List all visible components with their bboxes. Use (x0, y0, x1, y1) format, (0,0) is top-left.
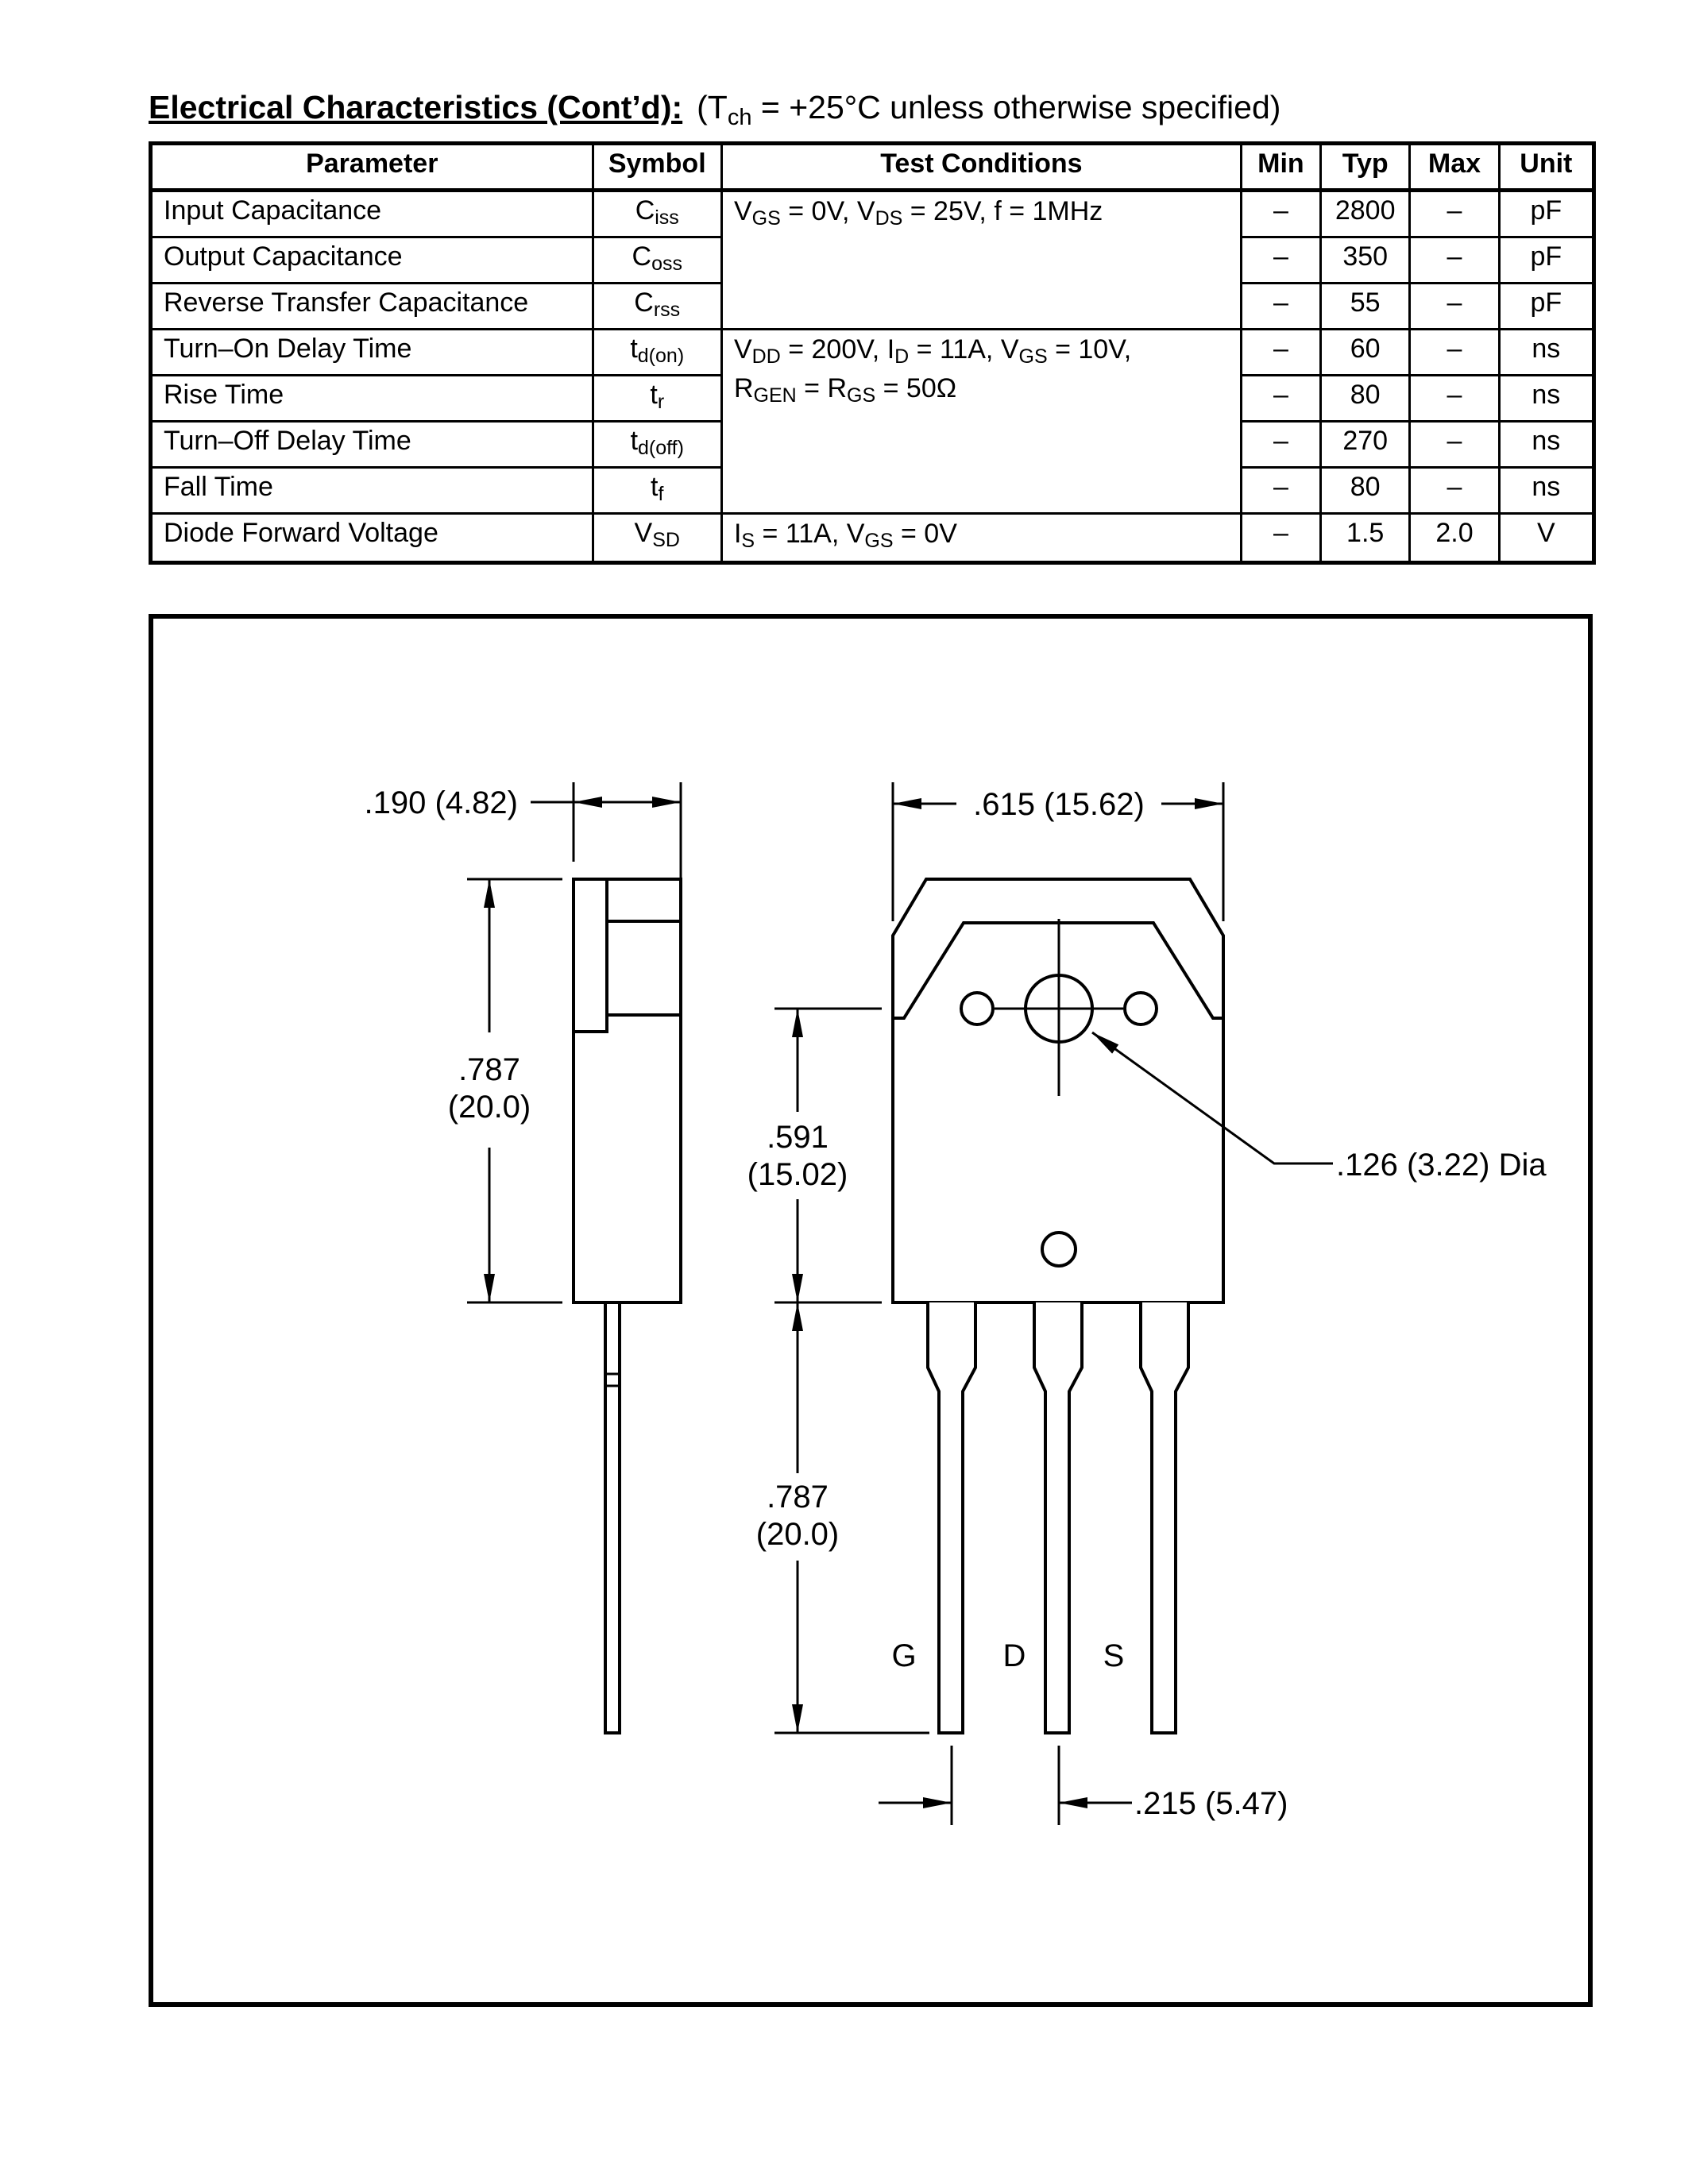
min-cell: – (1239, 420, 1323, 469)
param-cell: Output Capacitance (149, 236, 594, 284)
test-conditions-cell: VGS = 0V, VDS = 25V, f = 1MHz (720, 189, 1242, 330)
unit-cell: ns (1497, 420, 1596, 469)
pin-s-label: S (1103, 1638, 1125, 1673)
unit-cell: ns (1497, 328, 1596, 376)
typ-cell: 80 (1319, 466, 1412, 515)
col-header-test-conditions: Test Conditions (720, 142, 1242, 192)
param-cell: Diode Forward Voltage (149, 512, 594, 564)
col-header-parameter: Parameter (149, 142, 594, 192)
table-row: Turn–On Delay Time td(on) VDD = 200V, ID… (149, 328, 1596, 515)
unit-cell: pF (1497, 282, 1596, 330)
table-row: Diode Forward Voltage VSD IS = 11A, VGS … (149, 512, 1596, 564)
table-row: Turn–Off Delay Time td(off) – 270 – ns (149, 420, 1596, 469)
section-conditions: (Tch = +25°C unless otherwise specified) (697, 89, 1281, 130)
dim-width-label: .615 (15.62) (973, 787, 1145, 822)
section-title: Electrical Characteristics (Cont’d): (149, 89, 683, 125)
min-cell: – (1239, 466, 1323, 515)
min-cell: – (1239, 328, 1323, 376)
min-cell: – (1239, 189, 1323, 238)
dim-body-height-in: .787 (458, 1052, 520, 1087)
min-cell: – (1239, 512, 1323, 564)
front-view (891, 878, 1225, 1734)
max-cell: – (1408, 236, 1501, 284)
col-header-typ: Typ (1319, 142, 1412, 192)
col-header-unit: Unit (1497, 142, 1596, 192)
symbol-cell: Ciss (591, 189, 723, 238)
section-heading: Electrical Characteristics (Cont’d): (Tch… (149, 89, 1280, 131)
table-header-row: Parameter Symbol Test Conditions Min Typ… (149, 142, 1596, 192)
max-cell: – (1408, 374, 1501, 423)
symbol-cell: tr (591, 374, 723, 423)
max-cell: – (1408, 466, 1501, 515)
test-conditions-cell: VDD = 200V, ID = 11A, VGS = 10V,RGEN = R… (720, 328, 1242, 515)
min-cell: – (1239, 374, 1323, 423)
param-cell: Turn–Off Delay Time (149, 420, 594, 469)
table-row: Fall Time tf – 80 – ns (149, 466, 1596, 515)
dim-lead-pitch-label: .215 (5.47) (1134, 1786, 1288, 1821)
table-row: Rise Time tr – 80 – ns (149, 374, 1596, 423)
symbol-cell: Crss (591, 282, 723, 330)
param-cell: Turn–On Delay Time (149, 328, 594, 376)
package-drawing-frame (149, 614, 1593, 2007)
dim-thickness-label: .190 (4.82) (365, 785, 518, 820)
col-header-min: Min (1239, 142, 1323, 192)
min-cell: – (1239, 236, 1323, 284)
param-cell: Rise Time (149, 374, 594, 423)
unit-cell: pF (1497, 236, 1596, 284)
symbol-cell: VSD (591, 512, 723, 564)
typ-cell: 350 (1319, 236, 1412, 284)
max-cell: 2.0 (1408, 512, 1501, 564)
unit-cell: V (1497, 512, 1596, 564)
pin-d-label: D (1003, 1638, 1026, 1673)
typ-cell: 270 (1319, 420, 1412, 469)
table-row: Output Capacitance Coss – 350 – pF (149, 236, 1596, 284)
symbol-cell: tf (591, 466, 723, 515)
typ-cell: 1.5 (1319, 512, 1412, 564)
symbol-cell: td(on) (591, 328, 723, 376)
test-conditions-cell: IS = 11A, VGS = 0V (720, 512, 1242, 564)
dim-hole-height-mm: (15.02) (747, 1157, 848, 1192)
max-cell: – (1408, 189, 1501, 238)
max-cell: – (1408, 420, 1501, 469)
param-cell: Input Capacitance (149, 189, 594, 238)
col-header-max: Max (1408, 142, 1501, 192)
dim-lead-length-in: .787 (767, 1480, 829, 1515)
symbol-cell: td(off) (591, 420, 723, 469)
symbol-cell: Coss (591, 236, 723, 284)
dim-lead-length-mm: (20.0) (756, 1517, 840, 1552)
unit-cell: ns (1497, 374, 1596, 423)
typ-cell: 80 (1319, 374, 1412, 423)
param-cell: Reverse Transfer Capacitance (149, 282, 594, 330)
max-cell: – (1408, 328, 1501, 376)
typ-cell: 2800 (1319, 189, 1412, 238)
table-row: Input Capacitance Ciss VGS = 0V, VDS = 2… (149, 189, 1596, 330)
min-cell: – (1239, 282, 1323, 330)
max-cell: – (1408, 282, 1501, 330)
unit-cell: pF (1497, 189, 1596, 238)
col-header-symbol: Symbol (591, 142, 723, 192)
unit-cell: ns (1497, 466, 1596, 515)
param-cell: Fall Time (149, 466, 594, 515)
dim-hole-height-in: .591 (767, 1120, 829, 1155)
electrical-characteristics-table: Parameter Symbol Test Conditions Min Typ… (149, 141, 1596, 565)
typ-cell: 60 (1319, 328, 1412, 376)
table-row: Reverse Transfer Capacitance Crss – 55 –… (149, 282, 1596, 330)
side-view (572, 878, 682, 1734)
pin-g-label: G (891, 1638, 916, 1673)
typ-cell: 55 (1319, 282, 1412, 330)
dim-hole-dia-label: .126 (3.22) Dia (1336, 1148, 1547, 1183)
dim-body-height-mm: (20.0) (448, 1090, 531, 1125)
